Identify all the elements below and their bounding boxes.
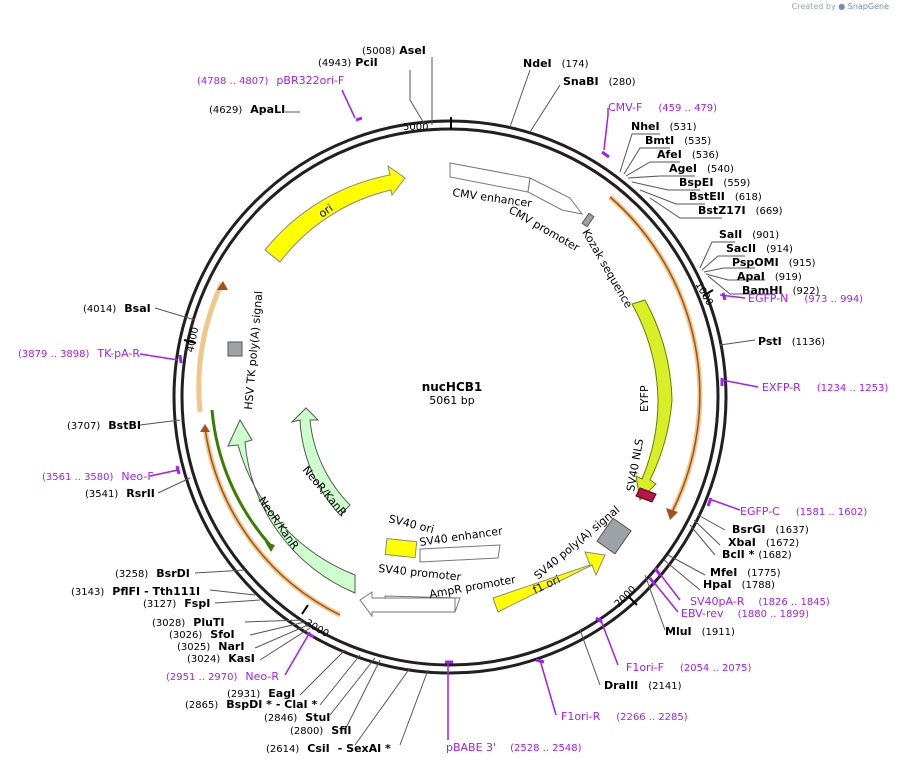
enzyme-draiii: DraIII(2141) [604, 679, 682, 692]
enzyme-bsrgi: BsrGI(1637) [732, 523, 809, 536]
enzyme-bsrdi: (3258)BsrDI [115, 567, 190, 580]
primer-f1ori-r: F1ori-R(2266 .. 2285) [561, 710, 688, 723]
primer-f1ori-f: F1ori-F(2054 .. 2075) [626, 661, 751, 674]
label-hsv-tk-polya: HSV TK poly(A) signal [242, 290, 265, 410]
enzyme-asei: (5008)AseI [362, 44, 426, 57]
enzyme-bspei: BspEI(559) [679, 176, 750, 189]
primer-egfp-n: EGFP-N(973 .. 994) [748, 292, 863, 305]
enzyme-bstbi: (3707)BstBI [67, 419, 141, 432]
plasmid-name: nucHCB1 [422, 380, 483, 394]
enzyme-bmti: BmtI(535) [645, 134, 711, 147]
enzyme-pluti: (3028)PluTI [152, 616, 225, 629]
enzyme-sfii: (2800)SfiI [290, 724, 351, 737]
feature-sv40-promoter [359, 591, 456, 618]
enzyme-mfei: MfeI(1775) [710, 566, 781, 579]
feature-neor-kanr-outer [227, 418, 356, 594]
enzyme-ndei: NdeI(174) [523, 57, 589, 70]
enzyme-afei: AfeI(536) [657, 148, 719, 161]
primer-marks [175, 116, 727, 664]
neo-inner-line [210, 409, 272, 546]
feature-ori [264, 164, 406, 263]
snapgene-credit: Created by ● SnapGene [792, 2, 889, 11]
orf-eyfp-arc-line [609, 196, 701, 513]
orf-tk-arrow [217, 281, 228, 290]
snapgene-logo: ● [838, 2, 846, 11]
feature-sv40-ori [384, 538, 418, 559]
neo-inner-arrow [265, 542, 275, 552]
feature-sv40-polya [596, 517, 632, 555]
credit-brand: SnapGene [847, 2, 889, 11]
enzyme-apai: ApaI(919) [737, 270, 802, 283]
enzyme-hpai: HpaI(1788) [703, 578, 775, 591]
enzyme-bsteii: BstEII(618) [689, 190, 762, 203]
enzyme-sali: SalI(901) [719, 228, 779, 241]
enzyme-bstz17i: BstZ17I(669) [698, 204, 783, 217]
feature-eyfp [631, 299, 673, 502]
feature-sv40-enhancer [419, 544, 501, 563]
feature-cmv-promoter [527, 177, 584, 215]
enzyme-bcli: BclI *(1682) [722, 548, 792, 561]
enzyme-mlui: MluI(1911) [665, 625, 735, 638]
enzyme-pflfi: (3143)PflFI- Tth111I [71, 585, 200, 598]
plasmid-length: 5061 bp [429, 394, 474, 407]
enzyme-nhei: NheI(531) [631, 120, 697, 133]
enzyme-nari: (3025)NarI [177, 640, 244, 653]
orf-tk-arc [196, 281, 225, 413]
enzyme-psti: PstI(1136) [758, 335, 825, 348]
enzyme-bspdi: (2865)BspDI *- ClaI * [185, 698, 317, 711]
feature-kozak [581, 212, 595, 228]
tick-2000 [628, 596, 638, 606]
primer-sv40pa-r: SV40pA-R(1826 .. 1845) [690, 595, 830, 608]
tick-3000 [301, 604, 309, 615]
enzyme-apali: (4629)ApaLI [209, 103, 285, 116]
tick-label-2000: 2000 [613, 584, 639, 610]
label-sv40-ori: SV40 ori [387, 512, 435, 536]
enzyme-eagi: (2931)EagI [227, 687, 295, 700]
enzyme-kasi: (3024)KasI [187, 652, 255, 665]
primer-cmv-f: CMV-F(459 .. 479) [608, 101, 717, 114]
enzyme-stui: (2846)StuI [264, 711, 330, 724]
tick-4000 [183, 339, 197, 344]
primer-leaders [139, 89, 759, 740]
enzyme-csii: (2614)CsiI- SexAI * [266, 742, 391, 755]
enzyme-leaders [139, 57, 775, 746]
enzyme-fspi: (3127)FspI [143, 597, 210, 610]
orf-eyfp-arrow [666, 508, 678, 520]
feature-sv40-nls [635, 487, 657, 503]
enzyme-bsai: (4014)BsaI [83, 302, 151, 315]
feature-f1-ori [492, 551, 606, 613]
enzyme-snabi: SnaBI(280) [563, 75, 636, 88]
credit-prefix: Created by [791, 2, 836, 11]
tick-1000 [702, 289, 714, 297]
primer-neo-r: (2951 .. 2970)Neo-R [166, 670, 279, 683]
orf-neo-arc-line [204, 427, 341, 616]
feature-neor-kanr-inner [290, 407, 351, 516]
enzyme-sfoi: (3026)SfoI [169, 628, 235, 641]
primer-ebv-rev: EBV-rev(1880 .. 1899) [681, 607, 809, 620]
label-kozak: Kozak sequence [579, 227, 635, 311]
primer-exfp-r: EXFP-R(1234 .. 1253) [762, 381, 888, 394]
primer-pbabe-3: pBABE 3'(2528 .. 2548) [446, 741, 582, 754]
enzyme-rsrii: (3541)RsrII [85, 487, 155, 500]
primer-egfp-c: EGFP-C(1581 .. 1602) [740, 505, 867, 518]
enzyme-xbai: XbaI(1672) [728, 536, 799, 549]
enzyme-agei: AgeI(540) [669, 162, 734, 175]
enzyme-sacii: SacII(914) [726, 242, 793, 255]
tick-label-4000: 4000 [185, 326, 201, 353]
enzyme-bamhi: BamHI(922) [742, 284, 820, 297]
enzyme-pcii: (4943)PciI [318, 56, 378, 69]
orf-neo-arrow [200, 424, 210, 432]
label-neor-outer: NeoR/KanR [256, 494, 302, 552]
enzyme-pspomi: PspOMI(915) [732, 256, 816, 269]
feature-hsv-tk-polya [227, 341, 243, 357]
primer-tk-pa-r: (3879 .. 3898)TK-pA-R [18, 347, 140, 360]
label-eyfp: EYFP [638, 385, 651, 412]
primer-neo-f: (3561 .. 3580)Neo-F [42, 470, 154, 483]
primer-pbr322ori-f: (4788 .. 4807)pBR322ori-F [197, 74, 344, 87]
tick-label-5000: 5000 [403, 122, 428, 133]
label-sv40-promoter: SV40 promoter [378, 562, 462, 584]
